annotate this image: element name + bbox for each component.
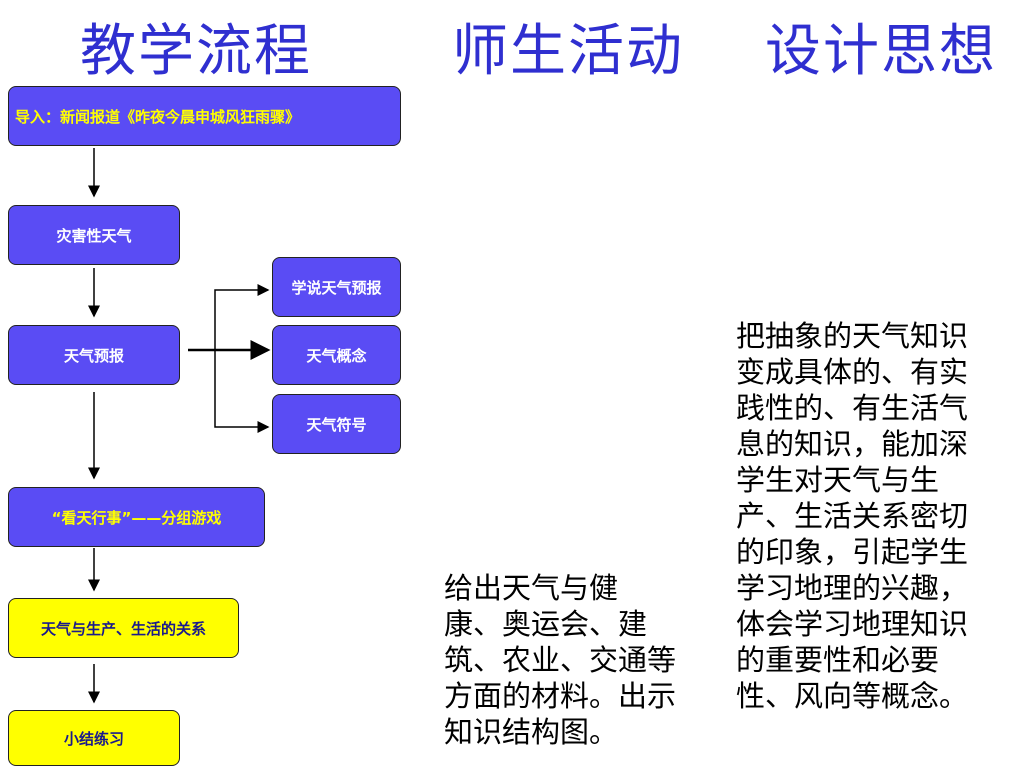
header-activities: 师生活动	[452, 19, 684, 84]
arrow-branch-down	[214, 350, 270, 433]
flow-box-weather-relation-label: 天气与生产、生活的关系	[40, 619, 206, 638]
flow-box-weather-symbols-label: 天气符号	[306, 415, 367, 434]
design-line: 息的知识，能加深	[736, 427, 969, 461]
design-line: 变成具体的、有实	[736, 355, 969, 389]
arrow-branch-up	[214, 284, 270, 350]
flow-box-disaster-weather-label: 灾害性天气	[56, 226, 132, 245]
header-design-ideas: 设计思想	[765, 19, 997, 84]
activities-line: 方面的材料。出示	[444, 679, 677, 713]
flow-box-group-game: “看天行事”——分组游戏	[8, 487, 265, 547]
design-line: 的重要性和必要	[736, 643, 940, 677]
activities-line: 康、奥运会、建	[444, 607, 648, 641]
flow-box-say-forecast-label: 学说天气预报	[291, 278, 382, 297]
flow-box-disaster-weather: 灾害性天气	[8, 205, 180, 265]
design-line: 产、生活关系密切	[736, 499, 969, 533]
flow-box-group-game-label: “看天行事”——分组游戏	[51, 508, 222, 527]
flow-box-intro-label: 导入：新闻报道《昨夜今晨申城风狂雨骤》	[15, 107, 301, 126]
activities-line: 筑、农业、交通等	[444, 643, 677, 677]
design-line: 体会学习地理知识	[736, 607, 969, 641]
design-line: 践性的、有生活气	[736, 391, 969, 425]
flow-box-weather-relation: 天气与生产、生活的关系	[8, 598, 239, 658]
header-teaching-flow: 教学流程	[80, 19, 312, 84]
activities-text: 给出天气与健 康、奥运会、建 筑、农业、交通等 方面的材料。出示 知识结构图。	[444, 570, 704, 766]
flow-box-say-forecast: 学说天气预报	[272, 257, 401, 317]
design-line: 学生对天气与生	[736, 463, 940, 497]
flow-box-weather-forecast: 天气预报	[8, 325, 180, 385]
activities-line: 知识结构图。	[444, 715, 619, 749]
flow-box-weather-forecast-label: 天气预报	[63, 346, 124, 365]
flow-box-weather-concept-label: 天气概念	[306, 346, 367, 365]
design-ideas-text: 把抽象的天气知识 变成具体的、有实 践性的、有生活气 息的知识，能加深 学生对天…	[736, 318, 1020, 766]
design-line: 把抽象的天气知识	[736, 319, 969, 353]
flow-box-summary-exercise-label: 小结练习	[63, 729, 124, 748]
flow-box-weather-symbols: 天气符号	[272, 394, 401, 454]
design-line: 的印象，引起学生	[736, 535, 969, 569]
design-line: 性、风向等概念。	[736, 679, 969, 713]
flow-box-summary-exercise: 小结练习	[8, 710, 180, 766]
flow-box-intro: 导入：新闻报道《昨夜今晨申城风狂雨骤》	[8, 86, 401, 146]
design-line: 学习地理的兴趣，	[736, 571, 969, 605]
flow-box-weather-concept: 天气概念	[272, 325, 401, 385]
activities-line: 给出天气与健	[444, 571, 619, 605]
